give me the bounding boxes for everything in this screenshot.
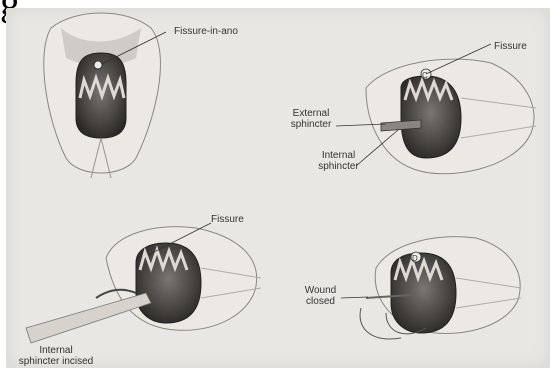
label-incised-line2: sphincter incised — [16, 356, 96, 367]
label-fissure-in-ano: Fissure-in-ano — [174, 26, 238, 37]
label-external-sphincter: External sphincter — [276, 108, 346, 130]
label-internal-line2: sphincter — [311, 161, 366, 172]
label-wound-line2: closed — [298, 296, 343, 307]
panel-d-drawing: D — [341, 237, 521, 339]
panel-c-letter: C — [422, 71, 428, 80]
label-external-line2: sphincter — [276, 119, 346, 130]
label-external-line1: External — [276, 108, 346, 119]
panel-a-drawing — [44, 13, 166, 178]
panel-c-drawing: C — [336, 44, 536, 174]
label-wound-closed: Wound closed — [298, 285, 343, 307]
panel-b-drawing — [26, 223, 261, 343]
panel-d-letter: D — [412, 254, 418, 263]
label-internal-sphincter: Internal sphincter — [311, 150, 366, 172]
illustration-plate: C D — [6, 8, 550, 368]
label-internal-incised: Internal sphincter incised — [16, 345, 96, 367]
label-fissure-bottom-left: Fissure — [211, 214, 244, 225]
surgical-illustration: C D — [6, 8, 550, 368]
label-fissure-top-right: Fissure — [494, 41, 527, 52]
label-internal-line1: Internal — [311, 150, 366, 161]
label-incised-line1: Internal — [16, 345, 96, 356]
label-wound-line1: Wound — [298, 285, 343, 296]
